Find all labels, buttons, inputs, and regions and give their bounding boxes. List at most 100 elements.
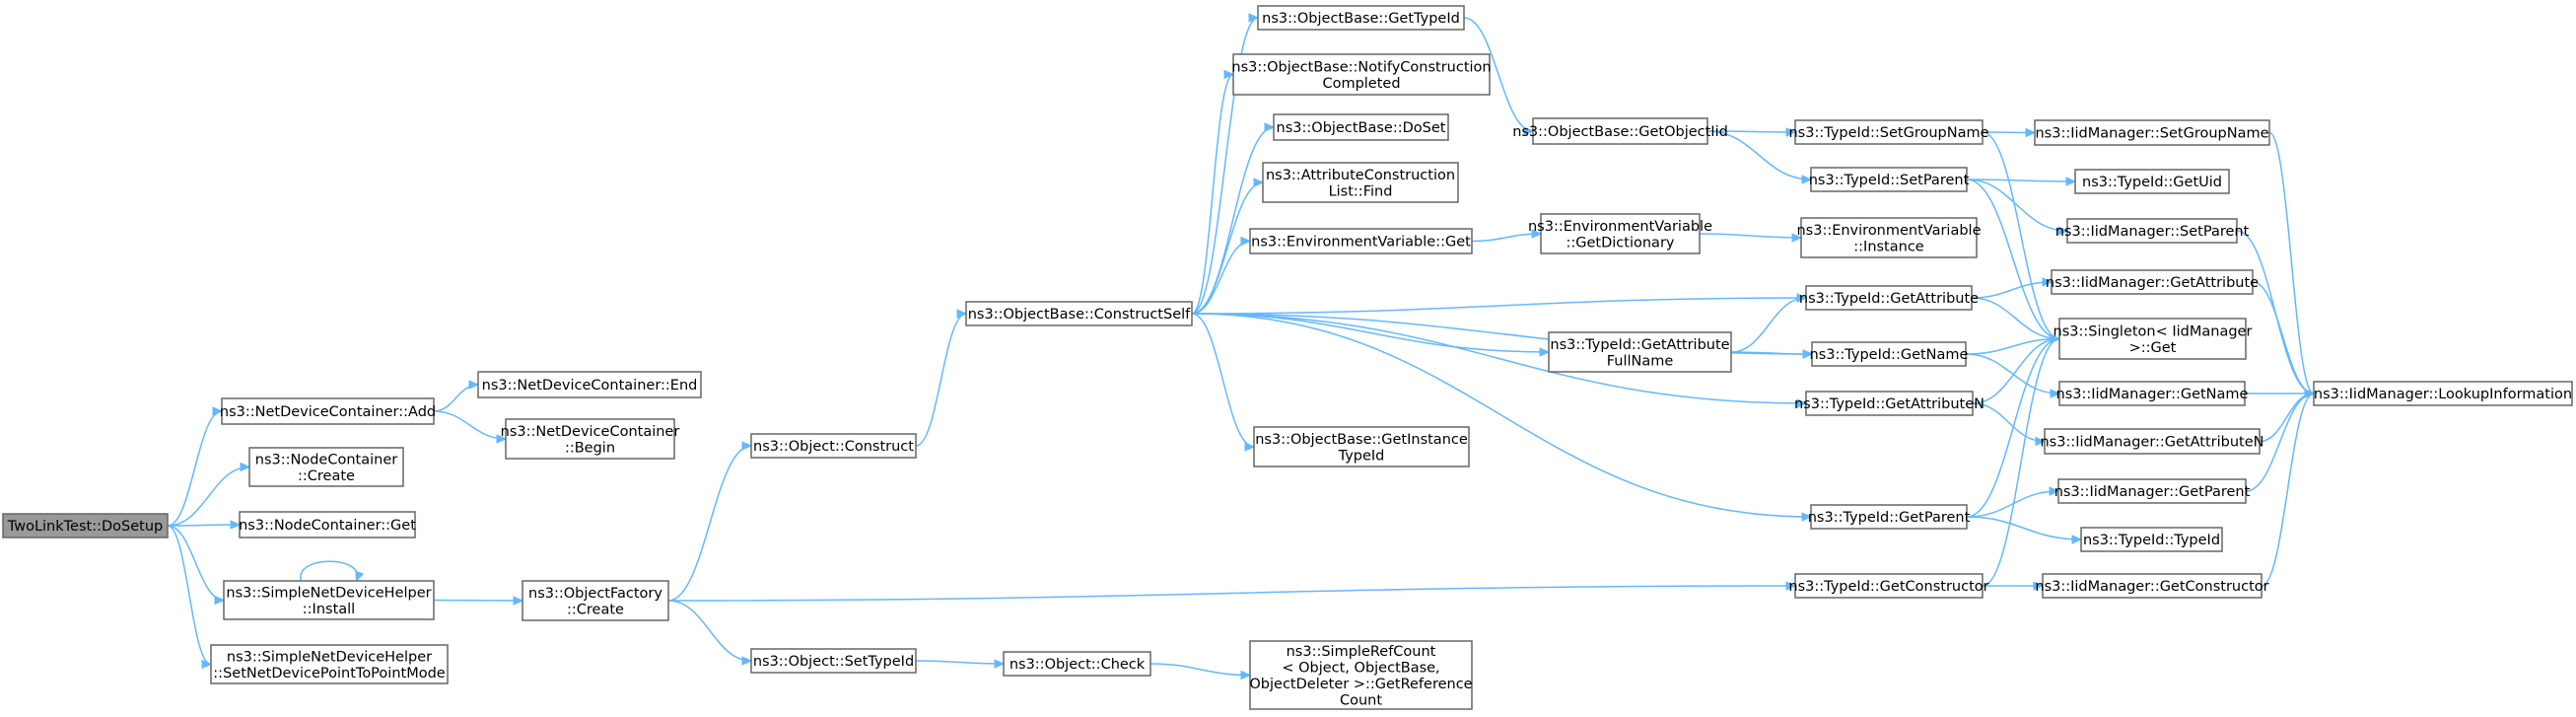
node-ndc-add[interactable]: ns3::NetDeviceContainer::Add	[220, 397, 436, 425]
edge-tid-getattribute-to-singleton-get	[1971, 297, 2061, 344]
node-ob-constructself[interactable]: ns3::ObjectBase::ConstructSelf	[965, 301, 1193, 326]
node-nc-create[interactable]: ns3::NodeContainer::Create	[248, 447, 404, 487]
node-label: ns3::Object::Check	[1010, 657, 1146, 673]
node-of-create[interactable]: ns3::ObjectFactory::Create	[522, 580, 669, 621]
node-iim-getparent[interactable]: ns3::IidManager::GetParent	[2054, 478, 2251, 504]
nodes-layer: TwoLinkTest::DoSetup ns3::NetDeviceContai…	[2, 5, 2573, 710]
node-tid-getconstructor[interactable]: ns3::TypeId::GetConstructor	[1788, 573, 1989, 599]
node-tid-setparent[interactable]: ns3::TypeId::SetParent	[1809, 167, 1970, 192]
node-sndh-setp2p[interactable]: ns3::SimpleNetDeviceHelper::SetNetDevice…	[210, 644, 449, 684]
edge-arrow	[1240, 236, 1252, 247]
node-iim-setgroupname[interactable]: ns3::IidManager::SetGroupName	[2034, 119, 2270, 146]
node-ev-instance[interactable]: ns3::EnvironmentVariable::Instance	[1796, 217, 1982, 258]
edge-arrow	[1801, 512, 1813, 522]
node-tid-setgroupname[interactable]: ns3::TypeId::SetGroupName	[1788, 119, 1989, 145]
node-tid-getuid[interactable]: ns3::TypeId::GetUid	[2074, 169, 2230, 194]
edge-line	[1972, 337, 2060, 404]
node-obj-check[interactable]: ns3::Object::Check	[1003, 651, 1151, 677]
edge-ob-constructself-to-ob-notify	[1191, 69, 1235, 315]
edge-tid-getname-to-singleton-get	[1965, 333, 2061, 355]
node-obj-construct[interactable]: ns3::Object::Construct	[750, 433, 917, 459]
node-nc-get[interactable]: ns3::NodeContainer::Get	[239, 511, 416, 538]
edge-arrow	[2071, 535, 2083, 544]
node-iim-getattributen[interactable]: ns3::IidManager::GetAttributeN	[2040, 428, 2264, 455]
edge-line	[1982, 337, 2060, 587]
node-label: Count	[1340, 692, 1382, 708]
node-label: ::GetDictionary	[1566, 235, 1675, 251]
edge-of-create-to-obj-settypeid	[667, 600, 753, 666]
node-box	[2058, 381, 2246, 406]
node-box	[1249, 640, 1473, 710]
node-box	[1003, 651, 1151, 677]
node-ob-getobjectiid[interactable]: ns3::ObjectBase::GetObjectIid	[1512, 117, 1728, 145]
edge-line	[915, 313, 967, 447]
node-sndh-install[interactable]: ns3::SimpleNetDeviceHelper::Install	[223, 580, 435, 620]
node-box	[1232, 53, 1491, 96]
node-label: ns3::ObjectBase::GetInstance	[1255, 432, 1468, 448]
edge-arrow	[1796, 293, 1808, 303]
edge-ob-getobjectiid-to-tid-setgroupname	[1706, 127, 1797, 137]
edge-arrow	[513, 596, 524, 606]
node-root[interactable]: TwoLinkTest::DoSetup	[2, 513, 169, 538]
node-label: ::Create	[298, 468, 355, 484]
node-iim-getattribute[interactable]: ns3::IidManager::GetAttribute	[2046, 269, 2259, 295]
node-obj-settypeid[interactable]: ns3::Object::SetTypeId	[750, 648, 917, 674]
node-ndc-end[interactable]: ns3::NetDeviceContainer::End	[477, 371, 702, 398]
edge-arrow	[2025, 127, 2037, 138]
edge-line	[1982, 131, 2060, 340]
node-ob-gettypeid[interactable]: ns3::ObjectBase::GetTypeId	[1257, 5, 1465, 31]
edge-of-create-to-obj-construct	[667, 441, 753, 602]
node-box	[248, 447, 404, 487]
node-ev-get[interactable]: ns3::EnvironmentVariable::Get	[1249, 228, 1473, 254]
edge-arrow	[1801, 175, 1813, 184]
edge-line	[2268, 131, 2315, 394]
node-ev-getdict[interactable]: ns3::EnvironmentVariable::GetDictionary	[1528, 213, 1712, 254]
edge-ob-gettypeid-to-ob-getobjectiid	[1463, 17, 1535, 136]
node-label: ::Begin	[565, 440, 615, 456]
node-label: >::Get	[2129, 340, 2177, 356]
node-label: ::Create	[567, 602, 624, 617]
node-box	[1810, 504, 1968, 530]
node-box	[1811, 341, 1967, 367]
edge-obj-check-to-src-getref	[1149, 663, 1252, 681]
edge-arrow	[1240, 670, 1252, 681]
node-box	[750, 648, 917, 674]
node-label: ns3::ObjectBase::NotifyConstruction	[1231, 59, 1491, 75]
node-label: ns3::NetDeviceContainer::End	[482, 378, 698, 394]
edge-arrow	[201, 659, 213, 670]
node-iim-setparent[interactable]: ns3::IidManager::SetParent	[2055, 218, 2250, 244]
node-tid-getparent[interactable]: ns3::TypeId::GetParent	[1808, 504, 1971, 530]
node-box	[1794, 119, 1984, 145]
node-tid-typeid[interactable]: ns3::TypeId::TypeId	[2080, 527, 2223, 552]
node-label: ns3::IidManager::GetAttributeN	[2040, 435, 2263, 451]
edge-line	[667, 445, 752, 602]
edge-arrow	[741, 441, 753, 451]
node-iim-lookupinfo[interactable]: ns3::IidManager::LookupInformation	[2313, 381, 2573, 406]
node-ob-notify[interactable]: ns3::ObjectBase::NotifyConstructionCompl…	[1231, 53, 1492, 96]
node-label: ns3::EnvironmentVariable	[1528, 219, 1712, 235]
node-box	[1794, 573, 1984, 599]
node-label: ns3::ObjectBase::ConstructSelf	[968, 307, 1191, 323]
node-iim-getconstructor[interactable]: ns3::IidManager::GetConstructor	[2035, 573, 2269, 599]
edge-line	[1966, 490, 2059, 518]
node-ob-doset[interactable]: ns3::ObjectBase::DoSet	[1273, 113, 1449, 141]
node-tid-getattribute[interactable]: ns3::TypeId::GetAttribute	[1799, 285, 1979, 311]
node-box	[522, 580, 669, 621]
edge-of-create-to-tid-getconstructor	[667, 581, 1797, 602]
edge-iim-getconstructor-to-iim-lookupinfo	[2261, 389, 2316, 587]
edge-arrow	[1796, 398, 1808, 408]
node-tid-getattributen[interactable]: ns3::TypeId::GetAttributeN	[1794, 391, 1984, 416]
node-singleton-get[interactable]: ns3::Singleton< IidManager>::Get	[2054, 318, 2253, 360]
edge-arrow	[994, 659, 1006, 669]
node-label: ns3::IidManager::SetParent	[2055, 224, 2250, 240]
node-src-getref[interactable]: ns3::SimpleRefCount< Object, ObjectBase,…	[1249, 640, 1473, 710]
node-iim-getname[interactable]: ns3::IidManager::GetName	[2056, 381, 2249, 406]
edge-line	[1966, 337, 2060, 518]
node-ndc-begin[interactable]: ns3::NetDeviceContainer::Begin	[501, 418, 680, 460]
node-box	[2042, 573, 2263, 599]
node-tid-getname[interactable]: ns3::TypeId::GetName	[1810, 341, 1969, 367]
edge-line	[1699, 233, 1802, 239]
